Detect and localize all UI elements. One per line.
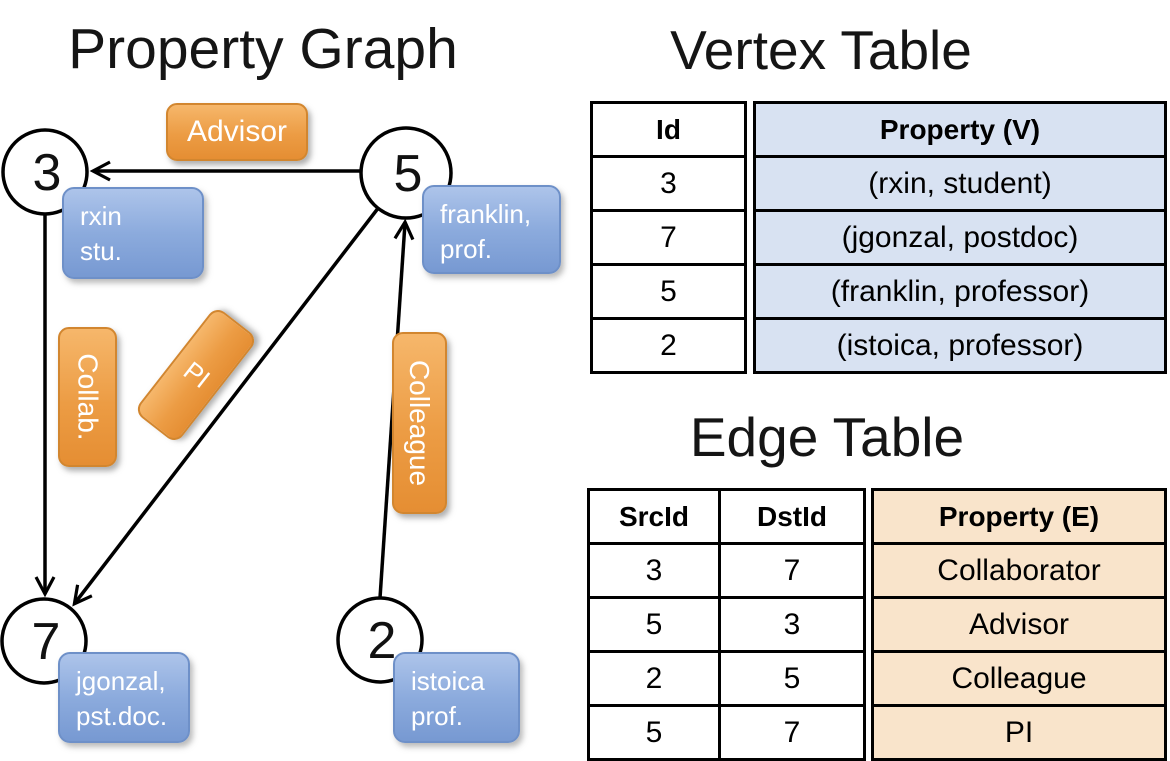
edge-label-advisor-text: Advisor [186,115,288,148]
vertex-label-jgonzal-line2: pst.doc. [76,701,168,731]
edge-pi-arrow [72,205,381,607]
vertex-table-id-column: Id 3 7 5 2 [590,101,747,374]
vertex-table-header-property: Property (V) [753,101,1167,158]
vertex-id-7: 7 [32,613,61,671]
vertex-label-franklin-line2: prof. [440,234,493,264]
vertex-label-jgonzal-line1: jgonzal, [76,666,166,696]
edge-label-advisor: Advisor [166,103,308,161]
table-cell: Advisor [871,596,1167,653]
vertex-label-rxin-line1: rxin [80,201,122,231]
table-cell: 7 [718,704,866,761]
table-cell: 5 [590,263,747,320]
vertex-label-rxin: rxin stu. [62,187,204,279]
table-cell: 3 [718,596,866,653]
property-graph-title: Property Graph [68,17,458,81]
table-cell: PI [871,704,1167,761]
vertex-table-property-column: Property (V) (rxin, student) (jgonzal, p… [753,101,1167,374]
edge-table-id-columns: SrcId DstId 3 7 5 3 2 5 5 7 [587,488,866,761]
vertex-id-2: 2 [368,612,397,670]
table-cell: 5 [587,704,721,761]
edge-table-header-dstid: DstId [718,488,866,545]
edge-label-collab-text: Collab. [72,353,104,441]
table-cell: 2 [587,650,721,707]
table-cell: (jgonzal, postdoc) [753,209,1167,266]
vertex-id-3: 3 [33,144,62,202]
table-cell: 7 [718,542,866,599]
vertex-label-franklin-line1: franklin, [440,199,532,229]
table-cell: 7 [590,209,747,266]
table-cell: 5 [718,650,866,707]
edge-table-header-property: Property (E) [871,488,1167,545]
vertex-label-jgonzal: jgonzal, pst.doc. [58,652,190,743]
table-cell: (rxin, student) [753,155,1167,212]
table-cell: (franklin, professor) [753,263,1167,320]
table-cell: 3 [587,542,721,599]
edge-label-colleague-text: Colleague [404,359,436,487]
table-cell: 5 [587,596,721,653]
edge-table-header-srcid: SrcId [587,488,721,545]
table-cell: (istoica, professor) [753,317,1167,374]
edge-label-collab: Collab. [58,327,117,467]
vertex-table-title: Vertex Table [670,19,972,81]
vertex-id-5: 5 [394,145,423,203]
vertex-label-istoica-line2: prof. [411,701,464,731]
edge-table-title: Edge Table [689,406,965,468]
vertex-label-istoica: istoica prof. [393,652,520,743]
edge-table-property-column: Property (E) Collaborator Advisor Collea… [871,488,1167,761]
vertex-label-istoica-line1: istoica [411,666,485,696]
table-cell: 2 [590,317,747,374]
table-cell: 3 [590,155,747,212]
vertex-table-header-id: Id [590,101,747,158]
edge-label-colleague: Colleague [392,332,447,514]
table-cell: Colleague [871,650,1167,707]
table-cell: Collaborator [871,542,1167,599]
edge-label-pi-text: PI [177,355,216,394]
vertex-label-franklin: franklin, prof. [422,185,561,274]
vertex-label-rxin-line2: stu. [80,236,122,266]
